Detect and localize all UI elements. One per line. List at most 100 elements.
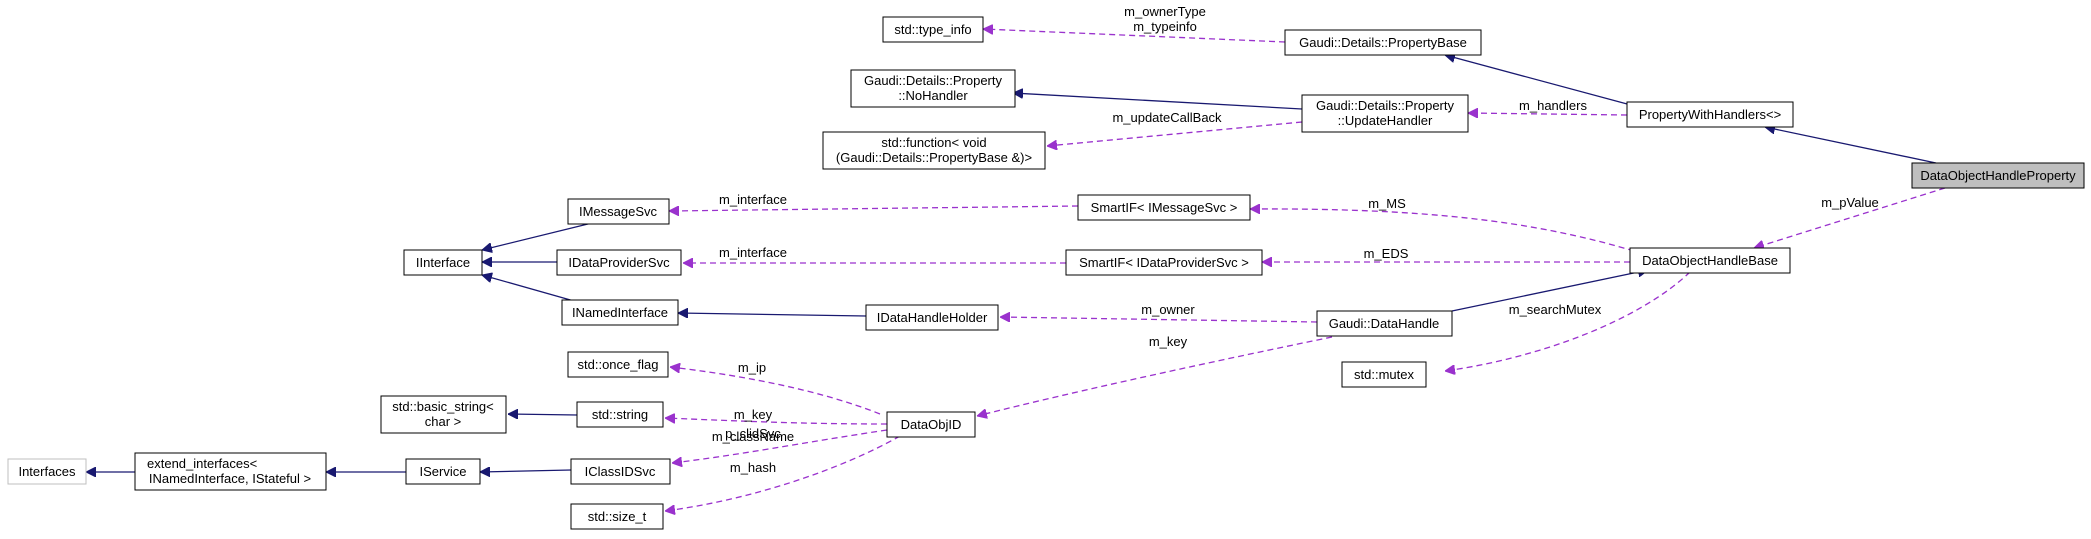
node-interfaces[interactable]: Interfaces bbox=[7, 458, 87, 485]
node-label: std::once_flag bbox=[578, 357, 659, 372]
node-gaudi-datahandle[interactable]: Gaudi::DataHandle bbox=[1316, 310, 1453, 337]
node-label: DataObjectHandleProperty bbox=[1920, 168, 2076, 183]
edge-label-m-classname: m_className bbox=[712, 429, 794, 444]
node-label: PropertyWithHandlers<> bbox=[1639, 107, 1781, 122]
node-label: SmartIF< IDataProviderSvc > bbox=[1079, 255, 1249, 270]
node-label: Interfaces bbox=[18, 464, 76, 479]
edge-label-m-ms: m_MS bbox=[1368, 196, 1406, 211]
node-label-line2: (Gaudi::Details::PropertyBase &)> bbox=[836, 150, 1032, 165]
node-imessagesvc[interactable]: IMessageSvc bbox=[567, 198, 670, 225]
node-property-with-handlers[interactable]: PropertyWithHandlers<> bbox=[1626, 101, 1794, 128]
use-edge-updatehandler-to-stdfunction bbox=[1047, 121, 1303, 146]
node-no-handler[interactable]: Gaudi::Details::Property ::NoHandler bbox=[850, 69, 1016, 108]
node-label: IService bbox=[420, 464, 467, 479]
node-smartif-idataprovidersvc[interactable]: SmartIF< IDataProviderSvc > bbox=[1065, 249, 1263, 276]
node-label: DataObjID bbox=[901, 417, 962, 432]
edge-label-m-interface-data: m_interface bbox=[719, 245, 787, 260]
node-std-function[interactable]: std::function< void (Gaudi::Details::Pro… bbox=[822, 131, 1046, 170]
node-label-line1: std::basic_string< bbox=[392, 399, 494, 414]
use-edge-propertybase-to-typeinfo bbox=[983, 29, 1286, 43]
node-label: IDataProviderSvc bbox=[568, 255, 670, 270]
node-label: INamedInterface bbox=[572, 305, 668, 320]
edge-label-m-key-dataobjid: m_key bbox=[734, 407, 773, 422]
use-edge-pwh-to-updatehandler bbox=[1468, 113, 1628, 115]
edge-label-m-eds: m_EDS bbox=[1364, 246, 1409, 261]
node-label-line1: Gaudi::Details::Property bbox=[1316, 98, 1455, 113]
node-iinterface[interactable]: IInterface bbox=[403, 249, 483, 276]
inherit-edge-updatehandler-to-nohandler bbox=[1013, 93, 1303, 110]
node-label-line2: ::NoHandler bbox=[898, 88, 968, 103]
use-edge-smartifmsg-to-imessagesvc bbox=[669, 205, 1079, 211]
node-data-object-handle-base[interactable]: DataObjectHandleBase bbox=[1629, 247, 1791, 274]
edge-label-m-ownertype: m_ownerType bbox=[1124, 4, 1206, 19]
node-label: Gaudi::DataHandle bbox=[1329, 316, 1440, 331]
inherit-edge-datahandle-to-dohb bbox=[1451, 270, 1648, 312]
edge-label-m-key-handle: m_key bbox=[1149, 334, 1188, 349]
node-label: IClassIDSvc bbox=[585, 464, 656, 479]
node-idataprovidersvc[interactable]: IDataProviderSvc bbox=[556, 249, 682, 276]
node-dataobjid[interactable]: DataObjID bbox=[886, 411, 976, 438]
node-label: std::size_t bbox=[588, 509, 647, 524]
inherit-edge-dohp-to-pwh bbox=[1765, 127, 1937, 164]
use-edge-dataobjid-to-iclassidsvc bbox=[672, 429, 888, 463]
node-label: IInterface bbox=[416, 255, 470, 270]
node-label-line2: INamedInterface, IStateful > bbox=[149, 471, 311, 486]
use-edge-dohb-to-stdmutex bbox=[1445, 271, 1691, 371]
node-layer: DataObjectHandleProperty PropertyWithHan… bbox=[7, 16, 2085, 530]
node-data-object-handle-property[interactable]: DataObjectHandleProperty bbox=[1911, 162, 2085, 189]
edge-label-p-clidsvc: p_clidSvc bbox=[725, 426, 781, 441]
inherit-edge-imessagesvc-to-iinterface bbox=[482, 222, 593, 250]
use-edge-dohp-to-dohb bbox=[1754, 187, 1946, 248]
node-std-once-flag[interactable]: std::once_flag bbox=[567, 351, 669, 378]
edge-label-m-pvalue: m_pValue bbox=[1821, 195, 1879, 210]
edge-label-m-ip: m_ip bbox=[738, 360, 766, 375]
inherit-edge-iclassidsvc-to-iservice bbox=[480, 470, 572, 472]
node-type-info[interactable]: std::type_info bbox=[882, 16, 984, 43]
use-edge-dohb-to-smartifmsg bbox=[1250, 209, 1635, 252]
node-idatahandleholder[interactable]: IDataHandleHolder bbox=[865, 304, 999, 331]
edge-label-m-interface-msg: m_interface bbox=[719, 192, 787, 207]
edge-label-m-handlers: m_handlers bbox=[1519, 98, 1587, 113]
node-update-handler[interactable]: Gaudi::Details::Property ::UpdateHandler bbox=[1301, 94, 1469, 133]
node-label: DataObjectHandleBase bbox=[1642, 253, 1778, 268]
edge-label-m-searchmutex: m_searchMutex bbox=[1509, 302, 1602, 317]
node-smartif-imessagesvc[interactable]: SmartIF< IMessageSvc > bbox=[1077, 194, 1251, 221]
edge-label-m-hash: m_hash bbox=[730, 460, 776, 475]
node-extend-interfaces[interactable]: extend_interfaces< INamedInterface, ISta… bbox=[134, 452, 327, 491]
inherit-edge-stdstring-to-basicstring bbox=[508, 414, 578, 415]
inherit-edge-inamedinterface-to-iinterface bbox=[482, 275, 575, 302]
node-label: IMessageSvc bbox=[579, 204, 658, 219]
node-std-mutex[interactable]: std::mutex bbox=[1341, 361, 1427, 388]
node-std-string[interactable]: std::string bbox=[576, 401, 664, 428]
node-label-line2: ::UpdateHandler bbox=[1338, 113, 1433, 128]
node-inamedinterface[interactable]: INamedInterface bbox=[561, 299, 679, 326]
node-std-size-t[interactable]: std::size_t bbox=[570, 503, 664, 530]
use-edge-dataobjid-to-onceflag bbox=[670, 367, 881, 415]
node-label-line1: std::function< void bbox=[881, 135, 986, 150]
node-label: Gaudi::Details::PropertyBase bbox=[1299, 35, 1467, 50]
node-label: std::mutex bbox=[1354, 367, 1414, 382]
edge-label-m-typeinfo: m_typeinfo bbox=[1133, 19, 1197, 34]
node-std-basic-string[interactable]: std::basic_string< char > bbox=[380, 395, 507, 434]
node-label: std::type_info bbox=[894, 22, 971, 37]
node-label-line1: extend_interfaces< bbox=[147, 456, 257, 471]
node-label: SmartIF< IMessageSvc > bbox=[1091, 200, 1238, 215]
use-edge-dataobjid-to-stdstring bbox=[665, 418, 888, 425]
use-edge-datahandle-to-idatahandleholder bbox=[1000, 317, 1318, 323]
edge-label-layer: m_ownerType m_typeinfo m_handlers m_upda… bbox=[712, 4, 1879, 475]
use-edge-dataobjid-to-sizet bbox=[665, 435, 901, 511]
node-property-base[interactable]: Gaudi::Details::PropertyBase bbox=[1284, 29, 1482, 56]
edge-layer bbox=[86, 29, 1946, 511]
inherit-edge-idatahandleholder-to-inamedinterface bbox=[678, 313, 867, 316]
inherit-edge-pwh-to-propertybase bbox=[1445, 55, 1643, 109]
node-iservice[interactable]: IService bbox=[405, 458, 481, 485]
edge-label-m-owner: m_owner bbox=[1141, 302, 1195, 317]
node-label: IDataHandleHolder bbox=[877, 310, 988, 325]
edge-label-m-updatecallback: m_updateCallBack bbox=[1112, 110, 1222, 125]
node-iclassidsvc[interactable]: IClassIDSvc bbox=[570, 458, 671, 485]
use-edge-datahandle-to-dataobjid bbox=[977, 336, 1333, 416]
node-label-line2: char > bbox=[425, 414, 462, 429]
node-label-line1: Gaudi::Details::Property bbox=[864, 73, 1003, 88]
node-label: std::string bbox=[592, 407, 648, 422]
